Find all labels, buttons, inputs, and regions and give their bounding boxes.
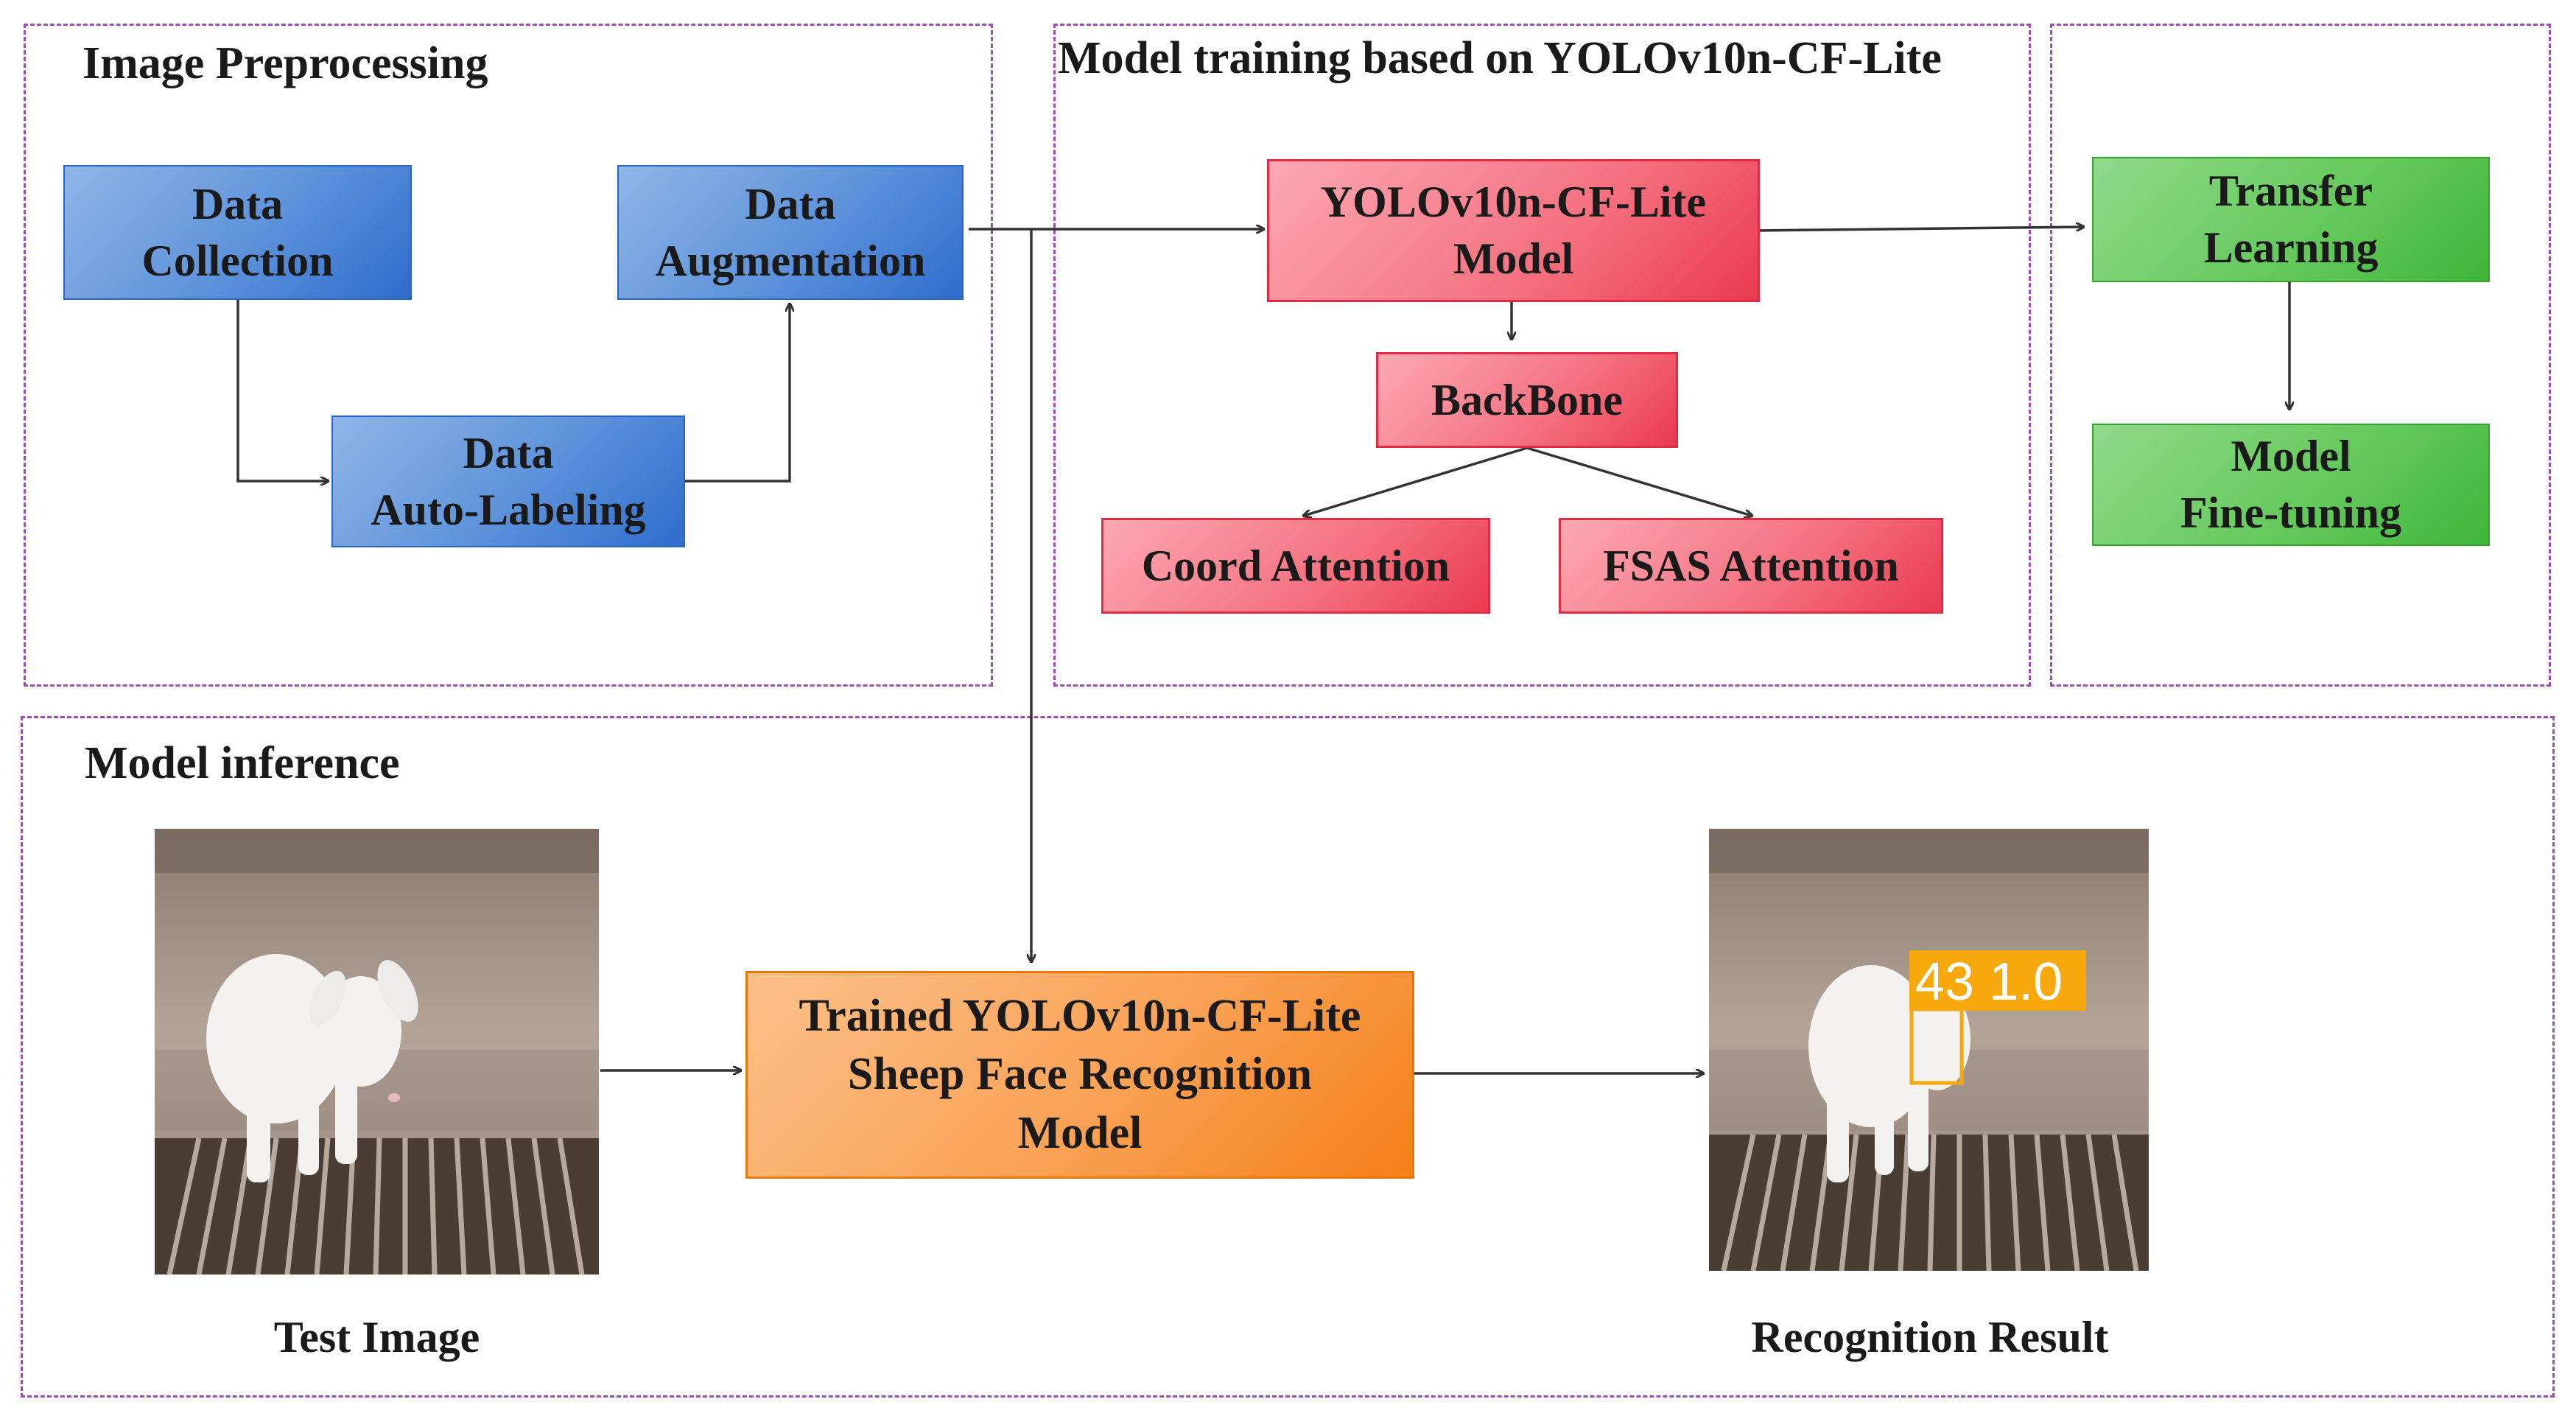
data-autolabeling-line1: Data — [463, 428, 554, 477]
preprocessing-title: Image Preprocessing — [83, 38, 488, 88]
yolo-model-line2: Model — [1453, 234, 1574, 283]
data-augmentation-line2: Augmentation — [655, 236, 926, 285]
inference-section — [21, 716, 2555, 1398]
preprocessing-section — [24, 24, 993, 687]
data-augmentation-box: Data Augmentation — [617, 165, 964, 300]
arrow-backbone-to-coord — [1304, 446, 1528, 516]
arrow-model-to-transfer — [1755, 227, 2083, 232]
transfer-learning-line1: Transfer — [2208, 166, 2373, 216]
coord-attention-label: Coord Attention — [1141, 541, 1450, 590]
data-collection-box: Data Collection — [63, 165, 412, 300]
inference-title: Model inference — [85, 738, 400, 788]
coord-attention-box: Coord Attention — [1101, 518, 1490, 614]
transfer-learning-line2: Learning — [2203, 223, 2379, 272]
model-finetuning-line1: Model — [2231, 432, 2351, 481]
fsas-attention-box: FSAS Attention — [1559, 518, 1943, 614]
trained-model-box: Trained YOLOv10n-CF-Lite Sheep Face Reco… — [745, 971, 1414, 1179]
data-autolabeling-box: Data Auto-Labeling — [331, 416, 685, 547]
training-section — [1053, 24, 2031, 687]
backbone-label: BackBone — [1431, 375, 1624, 424]
arrow-collection-to-labeling — [236, 300, 328, 481]
data-collection-line2: Collection — [141, 236, 334, 285]
data-collection-line1: Data — [192, 179, 284, 228]
recognition-result-image: 43 1.0 — [1709, 829, 2149, 1271]
trained-model-line1: Trained YOLOv10n-CF-Lite — [799, 990, 1361, 1041]
arrow-labeling-to-augmentation — [684, 304, 790, 483]
arrow-backbone-to-fsas — [1526, 446, 1752, 516]
trained-model-line2: Sheep Face Recognition — [847, 1049, 1313, 1100]
data-autolabeling-line2: Auto-Labeling — [371, 485, 646, 534]
model-finetuning-box: Model Fine-tuning — [2092, 424, 2490, 546]
yolo-model-line1: YOLOv10n-CF-Lite — [1320, 178, 1707, 227]
model-finetuning-line2: Fine-tuning — [2180, 488, 2402, 537]
detection-label: 43 1.0 — [1915, 953, 2063, 1011]
data-augmentation-line1: Data — [745, 179, 836, 228]
training-title: Model training based on YOLOv10n-CF-Lite — [1058, 33, 1942, 83]
fsas-attention-label: FSAS Attention — [1603, 541, 1899, 590]
backbone-box: BackBone — [1376, 352, 1678, 448]
recognition-result-caption: Recognition Result — [1751, 1313, 2109, 1361]
finetune-section — [2050, 24, 2551, 687]
test-image — [155, 829, 599, 1275]
transfer-learning-box: Transfer Learning — [2092, 157, 2490, 282]
test-image-caption: Test Image — [273, 1313, 480, 1361]
trained-model-line3: Model — [1017, 1107, 1143, 1158]
yolo-model-box: YOLOv10n-CF-Lite Model — [1267, 159, 1760, 302]
